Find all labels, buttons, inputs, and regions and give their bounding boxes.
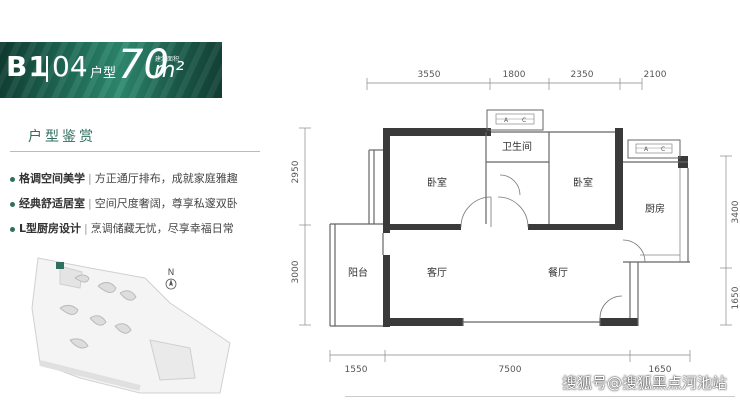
dim-bottom-2: 7500 <box>499 365 522 375</box>
feature-desc: 烹调储藏无忧，尽享幸福日常 <box>90 222 234 235</box>
feature-title: 经典舒适居室 <box>19 197 85 210</box>
room-living: 客厅 <box>427 266 447 279</box>
feature-separator: | <box>84 222 88 235</box>
top-dimensions <box>366 78 643 90</box>
unit-location-marker <box>56 262 64 269</box>
banner-divider <box>46 56 48 82</box>
unit-code: B1 <box>6 50 49 83</box>
dim-left-2: 3000 <box>291 260 301 283</box>
compass-label: N <box>168 268 175 278</box>
unit-area-note: 建筑面积 <box>155 56 180 63</box>
compass: N <box>165 268 177 290</box>
dim-top-2: 1800 <box>503 70 526 80</box>
ac-label: A <box>644 146 649 153</box>
watermark-text: 搜狐号@搜狐黑点河池站 <box>562 374 728 392</box>
bullet-icon <box>10 226 15 232</box>
feature-separator: | <box>88 172 92 185</box>
kitchen-counter <box>640 168 681 262</box>
site-plan-map: N <box>31 257 231 394</box>
unit-type-label: 户型 <box>90 66 117 81</box>
room-kitchen: 厨房 <box>645 202 665 215</box>
room-bedroom-left: 卧室 <box>427 176 447 189</box>
site-outline <box>31 257 231 394</box>
section-divider <box>10 151 260 152</box>
feature-title: L型厨房设计 <box>19 222 82 235</box>
dim-left-1: 2950 <box>291 160 301 183</box>
dim-top-3: 2350 <box>571 70 594 80</box>
dim-bottom-3: 1650 <box>649 365 672 375</box>
dim-bottom-1: 1550 <box>345 365 368 375</box>
unit-area-unit: m² <box>154 58 185 83</box>
dim-right-2: 1650 <box>731 286 740 309</box>
bottom-dimensions <box>329 350 691 362</box>
ac-label: C <box>522 117 526 124</box>
feature-item: 格调空间美学|方正通厅排布，成就家庭雅趣 <box>10 170 238 186</box>
feature-desc: 方正通厅排布，成就家庭雅趣 <box>94 172 238 185</box>
feature-item: 经典舒适居室|空间尺度奢阔，尊享私邃双卧 <box>10 195 238 211</box>
feature-title: 格调空间美学 <box>19 172 85 185</box>
right-dimensions <box>720 155 732 326</box>
room-balcony: 阳台 <box>348 266 368 279</box>
room-dining: 餐厅 <box>548 266 568 279</box>
section-title: 户型鉴赏 <box>28 129 96 145</box>
feature-item: L型厨房设计|烹调储藏无忧，尽享幸福日常 <box>10 220 234 236</box>
bullet-icon <box>10 176 15 182</box>
unit-banner: B1 04 户型 70 m² 建筑面积 <box>0 42 222 98</box>
door-swings <box>460 174 646 319</box>
partitions <box>329 131 690 327</box>
ac-unit-top: A C <box>486 109 544 131</box>
feature-separator: | <box>88 197 92 210</box>
left-dimensions <box>299 127 311 326</box>
dim-top-4: 2100 <box>644 70 667 80</box>
room-bedroom-right: 卧室 <box>573 176 593 189</box>
unit-area: 70 <box>118 42 169 88</box>
room-bathroom: 卫生间 <box>502 140 532 153</box>
dim-right-1: 3400 <box>731 200 740 223</box>
bullet-icon <box>10 201 15 207</box>
bottom-divider <box>345 396 735 397</box>
feature-desc: 空间尺度奢阔，尊享私邃双卧 <box>94 197 238 210</box>
ac-label: A <box>504 117 509 124</box>
ac-label: C <box>661 146 665 153</box>
ac-unit-right: A C <box>627 139 681 159</box>
dim-top-1: 3550 <box>418 70 441 80</box>
floor-plan-drawing: 3550 1800 2350 2100 1550 7500 1650 2950 … <box>291 70 740 375</box>
unit-number: 04 <box>52 50 88 83</box>
